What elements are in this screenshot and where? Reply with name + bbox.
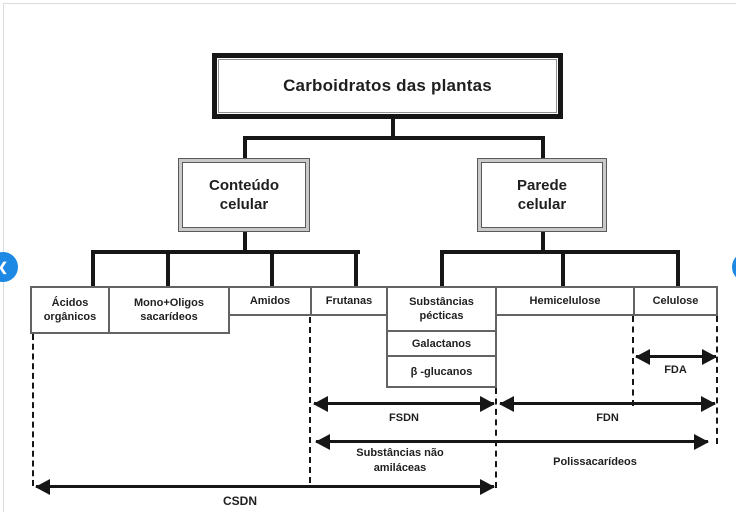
node-label: Mono+Oligos sacarídeos [134, 297, 204, 323]
chevron-left-icon: ❮ [0, 260, 8, 274]
node-label: Ácidos orgânicos [43, 297, 97, 323]
connector-line [541, 232, 545, 252]
node-label: Conteúdo celular [209, 177, 279, 213]
connector-line [541, 138, 545, 158]
connector-line [270, 252, 274, 286]
node-acidos-organicos: Ácidos orgânicos [30, 286, 110, 334]
connector-line [676, 252, 680, 286]
fsdn-range-arrow [314, 402, 494, 405]
node-title-inner: Carboidratos das plantas [218, 59, 557, 113]
previous-slide-button[interactable]: ❮ [0, 252, 18, 282]
connector-line [243, 136, 545, 140]
connector-line [166, 252, 170, 286]
node-label: β -glucanos [410, 365, 473, 378]
fda-label: FDA [664, 364, 687, 376]
csdn-range-arrow [36, 485, 494, 488]
connector-line [91, 250, 360, 254]
node-hemicelulose: Hemicelulose [495, 286, 635, 316]
node-beta-glucanos: β -glucanos [386, 355, 497, 388]
node-label: Hemicelulose [529, 295, 601, 307]
dashed-guide-line [309, 317, 311, 483]
connector-line [561, 252, 565, 286]
node-carboidratos-das-plantas: Carboidratos das plantas [212, 53, 563, 119]
fdn-label: FDN [596, 412, 619, 424]
dashed-guide-line [32, 334, 34, 486]
root-node-label: Carboidratos das plantas [283, 76, 492, 95]
node-label: Substâncias pécticas [409, 296, 474, 322]
substancias-nao-amilaceas-label: Substâncias não amiláceas [356, 447, 444, 474]
node-parede-celular: Parede celular [477, 158, 607, 232]
connector-line [391, 119, 395, 138]
node-label: Celulose [652, 295, 699, 307]
next-slide-button[interactable]: ❯ [732, 252, 736, 282]
node-conteudo-celular: Conteúdo celular [178, 158, 310, 232]
connector-line [440, 250, 680, 254]
node-mono-oligos-sacarideos: Mono+Oligos sacarídeos [108, 286, 230, 334]
substancias-nao-amilaceas-range-arrow [316, 440, 708, 443]
fsdn-label: FSDN [389, 412, 419, 424]
connector-line [243, 232, 247, 252]
node-label: Amidos [249, 295, 291, 307]
connector-line [440, 252, 444, 286]
csdn-label: CSDN [222, 494, 257, 508]
node-label: Parede celular [516, 177, 568, 213]
fda-range-arrow [636, 355, 716, 358]
node-galactanos: Galactanos [386, 330, 497, 357]
dashed-guide-line [632, 316, 634, 406]
dashed-guide-line [716, 316, 718, 444]
node-celulose: Celulose [633, 286, 718, 316]
fdn-range-arrow [500, 402, 715, 405]
polissacarideos-label: Polissacarídeos [553, 456, 637, 468]
node-amidos: Amidos [228, 286, 312, 316]
node-label: Galactanos [411, 337, 472, 350]
connector-line [354, 252, 358, 286]
connector-line [243, 138, 247, 158]
connector-line [91, 252, 95, 286]
dashed-guide-line [495, 388, 497, 488]
node-substancias-pecticas: Substâncias pécticas [386, 286, 497, 332]
node-label: Frutanas [325, 295, 373, 307]
node-frutanas: Frutanas [310, 286, 388, 316]
